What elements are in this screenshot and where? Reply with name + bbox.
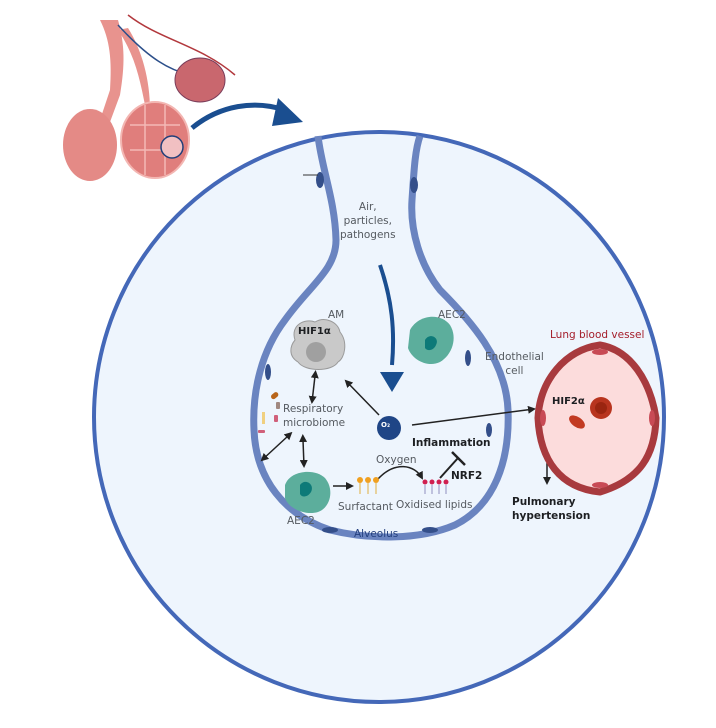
label-pulmonary-hypertension: Pulmonary hypertension: [512, 496, 591, 523]
label-aec2-bottom: AEC2: [287, 515, 315, 527]
label-oxidised-lipids: Oxidised lipids: [396, 499, 473, 511]
vessel-endothelial-nucleus: [540, 410, 546, 426]
wall-nucleus: [265, 364, 271, 380]
red-blood-cell: [569, 415, 585, 429]
wall-nucleus: [486, 423, 492, 437]
surfactant-lipids: [357, 477, 379, 494]
aec2-nucleus: [425, 336, 437, 351]
wall-nucleus: [465, 350, 471, 366]
bronchus-branch: [100, 20, 124, 122]
alveolar-sac-left: [63, 109, 117, 181]
label-alveolus: Alveolus: [354, 528, 399, 540]
airflow-arrow: [378, 264, 396, 366]
vessel-endothelial-nucleus: [592, 482, 608, 488]
vessel-endothelial-nucleus: [649, 410, 655, 426]
wall-nucleus: [316, 172, 324, 188]
vessel-endothelial-nucleus: [592, 349, 608, 355]
zoom-arrow-head: [272, 98, 303, 126]
capillary-cluster: [174, 57, 226, 103]
label-endothelial-cell: Endothelial cell: [485, 351, 544, 378]
label-surfactant: Surfactant: [338, 501, 393, 513]
arrow-am-microbiome: [308, 370, 319, 404]
label-air-particles: Air, particles, pathogens: [340, 201, 396, 242]
arrow-microbiome-aec2: [299, 434, 308, 468]
label-inflammation: Inflammation: [412, 437, 491, 449]
wall-nucleus: [322, 527, 338, 533]
zoom-frame-circle: [92, 130, 666, 704]
alveolus-wall: [250, 134, 512, 541]
oxidised-lipids: [422, 479, 449, 494]
arrow-o2-to-vessel: [411, 405, 536, 426]
artery-vessel: [127, 14, 236, 76]
arrow-microbiome-wall: [260, 431, 293, 462]
airflow-arrow-head: [380, 372, 404, 392]
arrow-o2-to-am: [344, 379, 380, 416]
wall-nucleus: [410, 177, 418, 193]
label-respiratory-microbiome: Respiratory microbiome: [283, 403, 346, 430]
bronchus-branch: [118, 28, 150, 110]
bronchiole-illustration: [63, 14, 236, 181]
label-hif2a: HIF2α: [552, 396, 585, 407]
alveolar-sac-right: [120, 101, 190, 179]
lung-blood-vessel: [534, 341, 660, 496]
inhibition-bar: [451, 451, 466, 466]
zoom-arrow: [190, 102, 286, 130]
label-hif1a: HIF1α: [298, 326, 331, 337]
am-nucleus: [306, 342, 326, 362]
wall-nucleus: [422, 527, 438, 533]
label-o2: O₂: [381, 421, 391, 429]
label-am: AM: [328, 309, 345, 321]
o2-molecule: [377, 416, 401, 440]
label-aec2-top: AEC2: [438, 309, 466, 321]
inhibition-line-nrf2: [439, 457, 459, 479]
label-nrf2: NRF2: [451, 470, 483, 482]
arrow-oxygen-oxidation: [376, 465, 423, 481]
aec2-nucleus: [300, 481, 312, 497]
label-oxygen: Oxygen: [376, 454, 417, 466]
label-lung-blood-vessel: Lung blood vessel: [550, 329, 645, 341]
zoom-highlight-circle: [160, 135, 184, 159]
